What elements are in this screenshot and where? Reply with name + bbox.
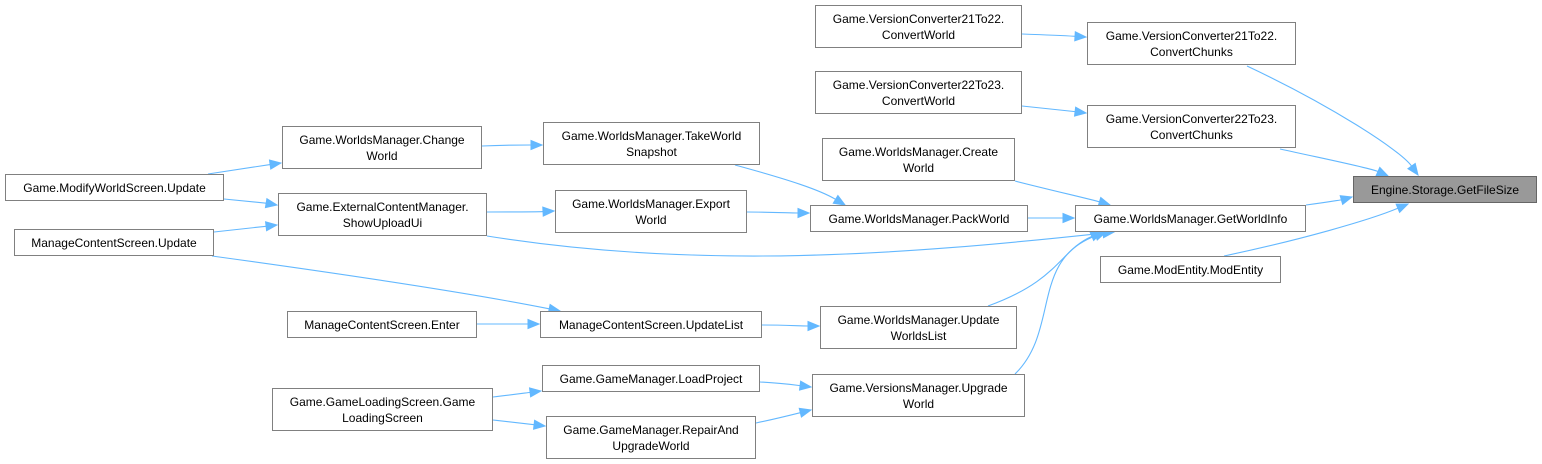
arrowhead-icon <box>807 320 821 332</box>
edge-get-world-info-to-getfilesize <box>1305 199 1343 206</box>
edge-modify-update-to-show-upload <box>223 198 267 204</box>
edge-change-world-to-take-snapshot <box>481 144 532 147</box>
node-game-loading[interactable]: Game.GameLoadingScreen.Game LoadingScree… <box>272 388 493 431</box>
edge-load-project-to-upgrade-world <box>759 381 801 387</box>
node-take-snapshot[interactable]: Game.WorldsManager.TakeWorld Snapshot <box>543 122 760 165</box>
edge-create-world-to-get-world-info <box>1014 180 1100 203</box>
edge-manage-update-to-show-upload <box>213 225 267 233</box>
node-manage-update[interactable]: ManageContentScreen.Update <box>14 229 214 256</box>
node-repair-upgrade[interactable]: Game.GameManager.RepairAnd UpgradeWorld <box>546 416 756 459</box>
arrowhead-icon <box>528 387 543 398</box>
arrowhead-icon <box>542 206 556 217</box>
arrowhead-icon <box>1339 195 1354 206</box>
edge-update-list-to-update-worlds-list <box>761 324 809 327</box>
node-modify-update[interactable]: Game.ModifyWorldScreen.Update <box>5 174 224 201</box>
node-pack-world[interactable]: Game.WorldsManager.PackWorld <box>810 205 1028 232</box>
arrowhead-icon <box>268 159 283 170</box>
arrowhead-icon <box>1407 162 1419 177</box>
arrowhead-icon <box>797 207 811 219</box>
node-get-world-info[interactable]: Game.WorldsManager.GetWorldInfo <box>1075 205 1306 232</box>
node-update-list[interactable]: ManageContentScreen.UpdateList <box>540 311 762 338</box>
arrowhead-icon <box>798 380 813 391</box>
node-update-worlds-list[interactable]: Game.WorldsManager.Update WorldsList <box>820 306 1017 349</box>
edge-upgrade-world-to-get-world-info <box>1014 235 1096 375</box>
arrowhead-icon <box>1073 106 1088 117</box>
edge-game-loading-to-repair-upgrade <box>492 419 535 426</box>
edge-vc2223-world-to-vc2223-chunks <box>1021 105 1076 113</box>
edge-show-upload-to-get-world-info <box>486 232 1104 257</box>
arrowhead-icon <box>530 139 544 151</box>
edge-vc2122-world-to-vc2122-chunks <box>1021 33 1076 37</box>
edge-game-loading-to-load-project <box>492 391 531 398</box>
node-getfilesize: Engine.Storage.GetFileSize <box>1353 176 1537 203</box>
node-vc2122-chunks[interactable]: Game.VersionConverter21To22. ConvertChun… <box>1087 22 1296 65</box>
edge-mod-entity-to-getfilesize <box>1223 207 1399 257</box>
edge-modify-update-to-change-world <box>207 164 271 175</box>
edge-repair-upgrade-to-upgrade-world <box>755 412 801 424</box>
arrowhead-icon <box>527 318 541 330</box>
arrowhead-icon <box>1375 166 1390 177</box>
node-change-world[interactable]: Game.WorldsManager.Change World <box>282 126 482 169</box>
node-vc2122-world[interactable]: Game.VersionConverter21To22. ConvertWorl… <box>815 5 1022 48</box>
node-upgrade-world[interactable]: Game.VersionsManager.Upgrade World <box>812 374 1025 417</box>
arrowhead-icon <box>532 419 547 430</box>
node-show-upload[interactable]: Game.ExternalContentManager. ShowUploadU… <box>278 193 487 236</box>
arrowhead-icon <box>1074 31 1088 42</box>
arrowhead-icon <box>798 407 813 418</box>
edge-manage-update-to-update-list <box>211 255 550 310</box>
arrowhead-icon <box>264 221 279 232</box>
arrowhead-icon <box>1395 203 1410 214</box>
arrowhead-icon <box>1062 212 1076 224</box>
node-load-project[interactable]: Game.GameManager.LoadProject <box>542 365 760 392</box>
edge-vc2223-chunks-to-getfilesize <box>1279 148 1379 173</box>
node-manage-enter[interactable]: ManageContentScreen.Enter <box>287 311 477 338</box>
node-vc2223-world[interactable]: Game.VersionConverter22To23. ConvertWorl… <box>815 71 1022 114</box>
edge-take-snapshot-to-pack-world <box>734 164 836 200</box>
node-vc2223-chunks[interactable]: Game.VersionConverter22To23. ConvertChun… <box>1087 105 1296 148</box>
node-create-world[interactable]: Game.WorldsManager.Create World <box>822 138 1015 181</box>
edge-vc2122-chunks-to-getfilesize <box>1246 65 1413 167</box>
node-mod-entity[interactable]: Game.ModEntity.ModEntity <box>1100 256 1281 283</box>
edge-export-world-to-pack-world <box>746 211 799 214</box>
node-export-world[interactable]: Game.WorldsManager.Export World <box>555 190 747 233</box>
arrowhead-icon <box>832 194 847 206</box>
arrowhead-icon <box>264 197 279 209</box>
